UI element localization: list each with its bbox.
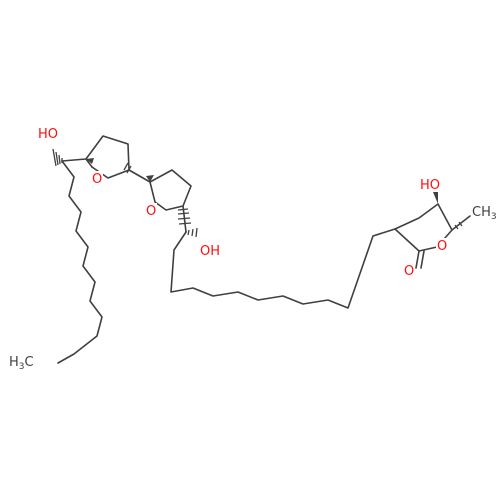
hashed-bond-oh2 bbox=[187, 227, 198, 238]
atom-label-o-ring1: O bbox=[92, 172, 102, 187]
central-alkyl-chain bbox=[170, 228, 396, 309]
atom-label-ho-lactone: HO bbox=[420, 178, 440, 193]
wedge-bond-lactone-oh bbox=[433, 191, 438, 204]
atom-label-oh-mid: OH bbox=[200, 244, 220, 259]
hashed-bond-methyl bbox=[454, 221, 463, 230]
bond-ring1-close bbox=[85, 158, 93, 168]
hashed-bond-oh1 bbox=[52, 148, 63, 167]
wedge-bond-ring1 bbox=[86, 158, 94, 164]
hashed-bond-ring-junction bbox=[123, 162, 132, 174]
bond-lactone-methyl bbox=[451, 215, 471, 231]
thf-ring-1 bbox=[85, 135, 130, 179]
atom-label-o-ring2: O bbox=[146, 204, 156, 219]
atom-label-ho-1: HO bbox=[38, 127, 58, 142]
wedge-bond-ring2 bbox=[146, 175, 154, 182]
atom-label-ch3-right: CH3 bbox=[472, 205, 497, 222]
terminal-alkyl-chain bbox=[57, 160, 103, 364]
bond-carbinol1-ring1 bbox=[61, 158, 87, 162]
atom-label-ch3-terminal: H3C bbox=[9, 355, 34, 372]
atom-label-o-lactone-ring: O bbox=[437, 239, 447, 254]
bond-ring1-ring2 bbox=[128, 169, 151, 183]
carbonyl-bond-b bbox=[420, 250, 425, 269]
carbonyl-bond-a bbox=[415, 250, 420, 269]
atom-label-o-carbonyl: O bbox=[404, 264, 414, 279]
hashed-bond-ring2 bbox=[177, 208, 192, 225]
